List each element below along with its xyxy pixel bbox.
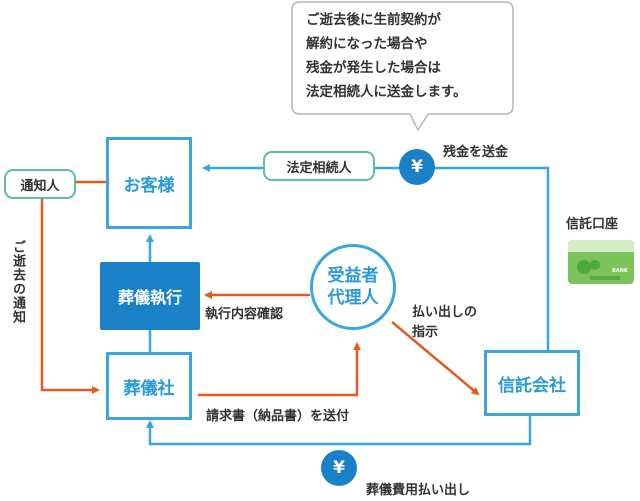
callout-text: ご逝去後に生前契約が 解約になった場合や 残金が発生した場合は 法定相続人に送金…: [306, 8, 467, 104]
notifier-pill: 通知人: [4, 169, 76, 199]
callout-bubble: [291, 1, 514, 132]
death-notice-label: ご逝去の通知: [10, 240, 25, 324]
trust-company-box: 信託会社: [484, 350, 580, 416]
card-text-label: BANK: [612, 268, 628, 274]
trust-account-label: 信託口座: [566, 217, 619, 232]
callout-line-1: ご逝去後に生前契約が: [306, 12, 441, 28]
agent-line-2: 代理人: [327, 288, 379, 308]
callout-line-3: 残金が発生した場合は: [306, 60, 441, 76]
legal-heir-pill: 法定相続人: [263, 151, 375, 181]
payout-instruction-label: 払い出しの 指示: [412, 303, 477, 343]
invoice-label: 請求書（納品書）を送付: [206, 409, 350, 424]
payout-line: [146, 416, 532, 446]
callout-line-2: 解約になった場合や: [306, 36, 428, 52]
payout-line-1: 払い出しの: [412, 305, 478, 320]
payout-line-2: 指示: [412, 325, 439, 340]
exec-confirm-label: 執行内容確認: [205, 307, 284, 322]
bank-card-icon: [568, 240, 634, 284]
expense-payout-label: 葬儀費用払い出し: [366, 483, 471, 498]
agent-line-1: 受益者: [327, 266, 379, 286]
funeral-company-box: 葬儀社: [106, 352, 192, 420]
funeral-exec-box: 葬儀執行: [100, 262, 200, 330]
yen-bottom-icon: ¥: [321, 450, 357, 486]
instruction-line: [391, 321, 480, 396]
beneficiary-agent-circle: 受益者 代理人: [310, 244, 396, 330]
death-notice-line: [40, 198, 100, 394]
remittance-label: 残金を送金: [443, 145, 509, 160]
callout-line-4: 法定相続人に送金します。: [306, 84, 467, 100]
customer-box: お客様: [106, 137, 192, 229]
yen-top-icon: ¥: [399, 149, 435, 185]
invoice-line: [198, 342, 361, 397]
